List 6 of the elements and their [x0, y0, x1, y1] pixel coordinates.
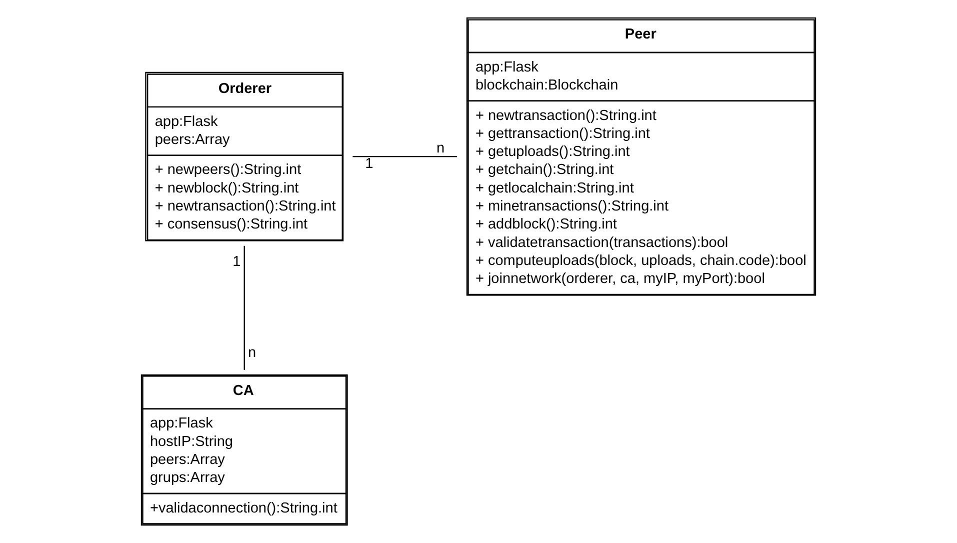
connector: [352, 156, 458, 158]
label: 1: [232, 254, 241, 270]
label: n: [248, 345, 256, 362]
label: n: [436, 140, 445, 157]
connector: [244, 246, 245, 370]
label: 1: [365, 156, 374, 172]
